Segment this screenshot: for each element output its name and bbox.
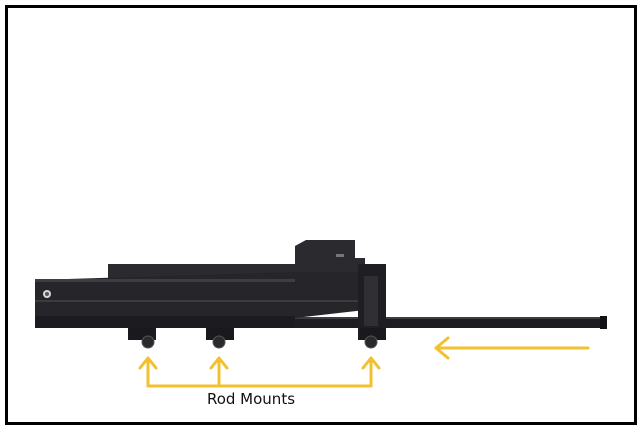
rod-mount-knob [128, 328, 156, 349]
rod-mount-knob [360, 328, 386, 349]
arrow-up [361, 356, 381, 388]
arrow-left [434, 336, 590, 360]
device-illustration [35, 240, 386, 340]
arrow-up [209, 356, 229, 388]
rod-mount-knob [206, 328, 234, 349]
rod [288, 316, 607, 329]
figure-frame [5, 5, 637, 425]
arrow-up [138, 356, 158, 388]
rod-mounts-label: Rod Mounts [206, 390, 296, 408]
